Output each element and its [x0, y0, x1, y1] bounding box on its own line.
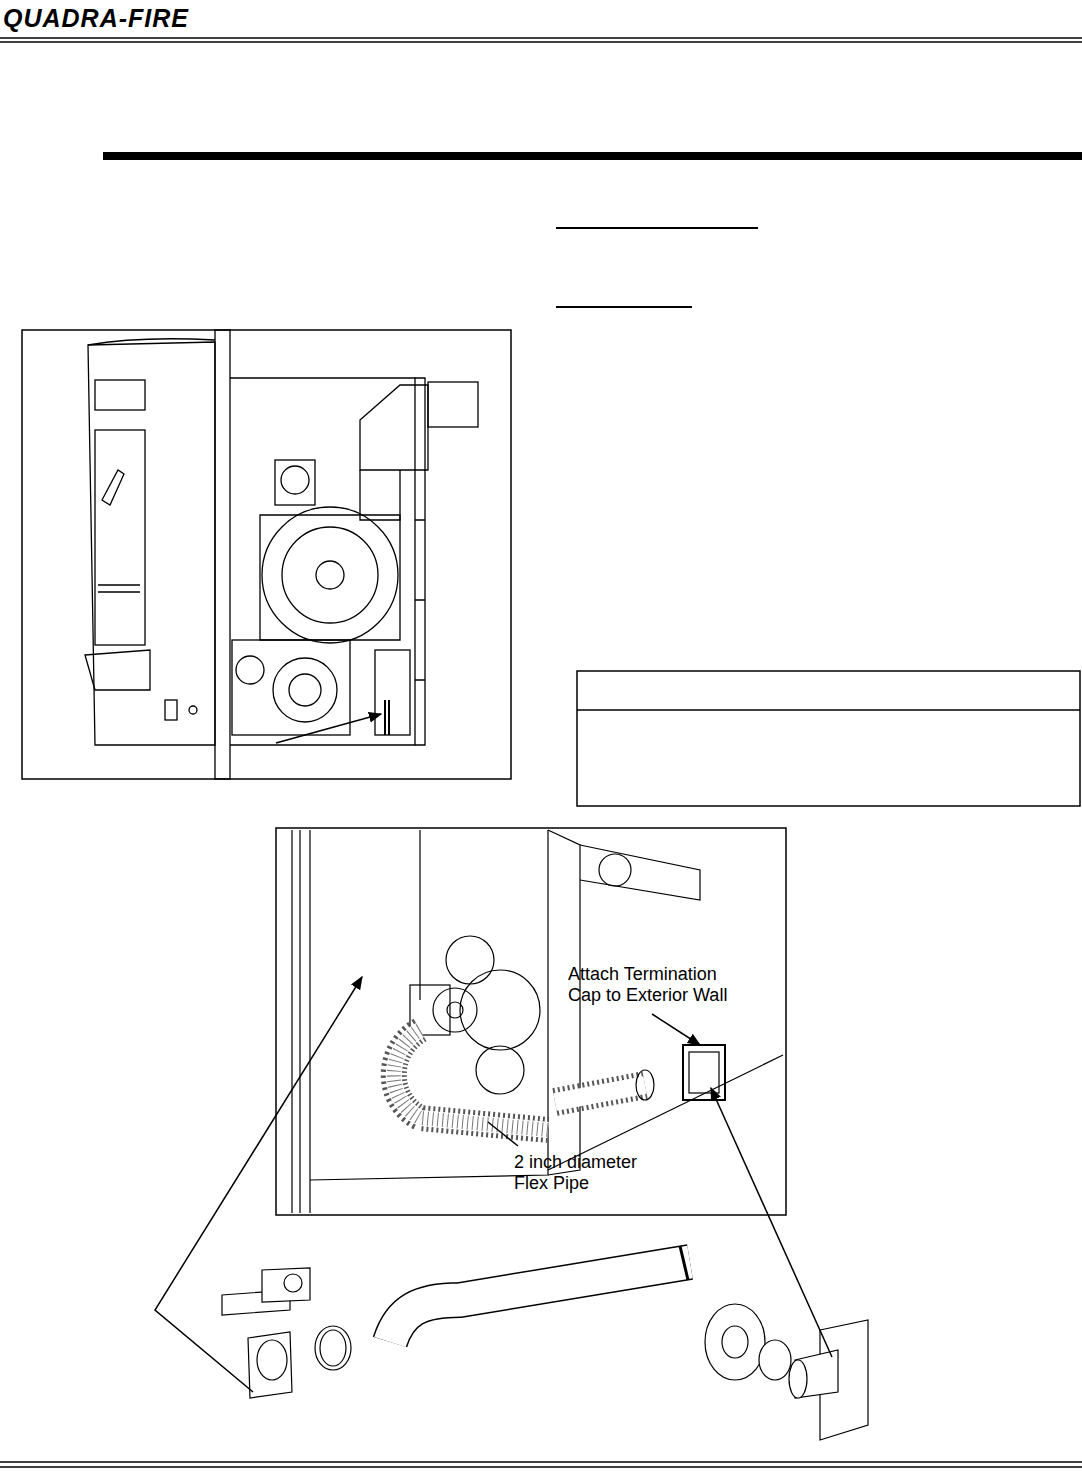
- side-rail: [215, 330, 230, 779]
- vent-pipe: [390, 1262, 690, 1342]
- termination-cap: [789, 1360, 807, 1398]
- flex-pipe: [555, 1085, 645, 1102]
- note-frame: [577, 671, 1080, 806]
- section-bar: [103, 152, 1082, 160]
- leader-line: [711, 1088, 832, 1357]
- flex-pipe: [555, 1085, 645, 1102]
- heading-underline: [556, 306, 692, 308]
- top-trim: [88, 339, 215, 345]
- switch: [165, 700, 177, 720]
- lower-housing: [232, 640, 350, 735]
- fan: [273, 658, 337, 722]
- pointer-arrow: [276, 714, 381, 743]
- bracket: [262, 1268, 310, 1302]
- leader-line: [155, 977, 362, 1392]
- outlet: [476, 1046, 524, 1094]
- side-view-figure: [22, 330, 511, 779]
- cabinet-edge: [310, 830, 548, 1180]
- duct-elbow: [360, 470, 400, 520]
- front-panel: [88, 342, 215, 745]
- footer-rule: [0, 1466, 1082, 1468]
- heading-underline: [556, 227, 758, 229]
- back-wall: [415, 378, 425, 745]
- note-box: [577, 671, 1080, 806]
- door-detail: [98, 585, 140, 592]
- exploded-parts: [155, 977, 868, 1440]
- leader-line: [488, 1122, 518, 1146]
- ash-trim: [85, 650, 150, 690]
- cabinet: [230, 378, 415, 745]
- front-trim: [95, 380, 145, 410]
- blower: [262, 507, 398, 643]
- door: [95, 430, 145, 645]
- fitting: [446, 936, 494, 984]
- pipe-end: [680, 1246, 688, 1280]
- termination-cap: [689, 1052, 719, 1093]
- pipe-end: [636, 1070, 654, 1100]
- clamp: [315, 1326, 351, 1370]
- adapter: [447, 1002, 463, 1018]
- flex-pipe: [394, 1030, 548, 1130]
- brand-logo: QUADRA-FIRE: [3, 4, 233, 33]
- motor: [281, 466, 309, 494]
- top-bracket: [580, 845, 700, 900]
- wall-ring: [705, 1304, 765, 1380]
- duct-elbow: [360, 385, 428, 470]
- wall-ring: [722, 1326, 748, 1358]
- callout-text: Attach Termination Cap to Exterior Wall: [568, 964, 743, 1005]
- screw: [385, 700, 389, 735]
- duct: [428, 382, 478, 427]
- bracket: [375, 650, 410, 735]
- fan: [236, 656, 264, 684]
- fitting: [599, 854, 631, 886]
- wall-plate: [248, 1332, 292, 1398]
- knob: [189, 706, 197, 714]
- clamp: [759, 1340, 791, 1380]
- figure-frame: [276, 828, 786, 1215]
- install-figure: [276, 828, 786, 1215]
- blower: [316, 561, 344, 589]
- bracket-hole: [284, 1274, 302, 1292]
- figure-frame: [22, 330, 511, 779]
- footer-rule: [0, 1461, 1082, 1463]
- vent-pipe: [390, 1262, 690, 1342]
- flex-pipe: [394, 1030, 548, 1130]
- header-rule: [0, 41, 1082, 43]
- motor: [275, 460, 315, 505]
- side-rail: [292, 830, 310, 1213]
- callout-text: 2 inch diameter Flex Pipe: [514, 1152, 654, 1193]
- termination-cap: [683, 1045, 725, 1100]
- leader-line: [652, 1014, 700, 1045]
- clamp: [320, 1330, 346, 1366]
- door-handle: [102, 470, 124, 505]
- blower: [460, 970, 540, 1050]
- blower: [282, 527, 378, 623]
- page-rules: [0, 38, 1082, 1467]
- note-divider: [577, 709, 1080, 711]
- adapter: [433, 988, 477, 1032]
- collar: [257, 1340, 287, 1380]
- header-rule: [0, 37, 1082, 39]
- fan: [289, 674, 321, 706]
- flex-pipe: [394, 1030, 548, 1130]
